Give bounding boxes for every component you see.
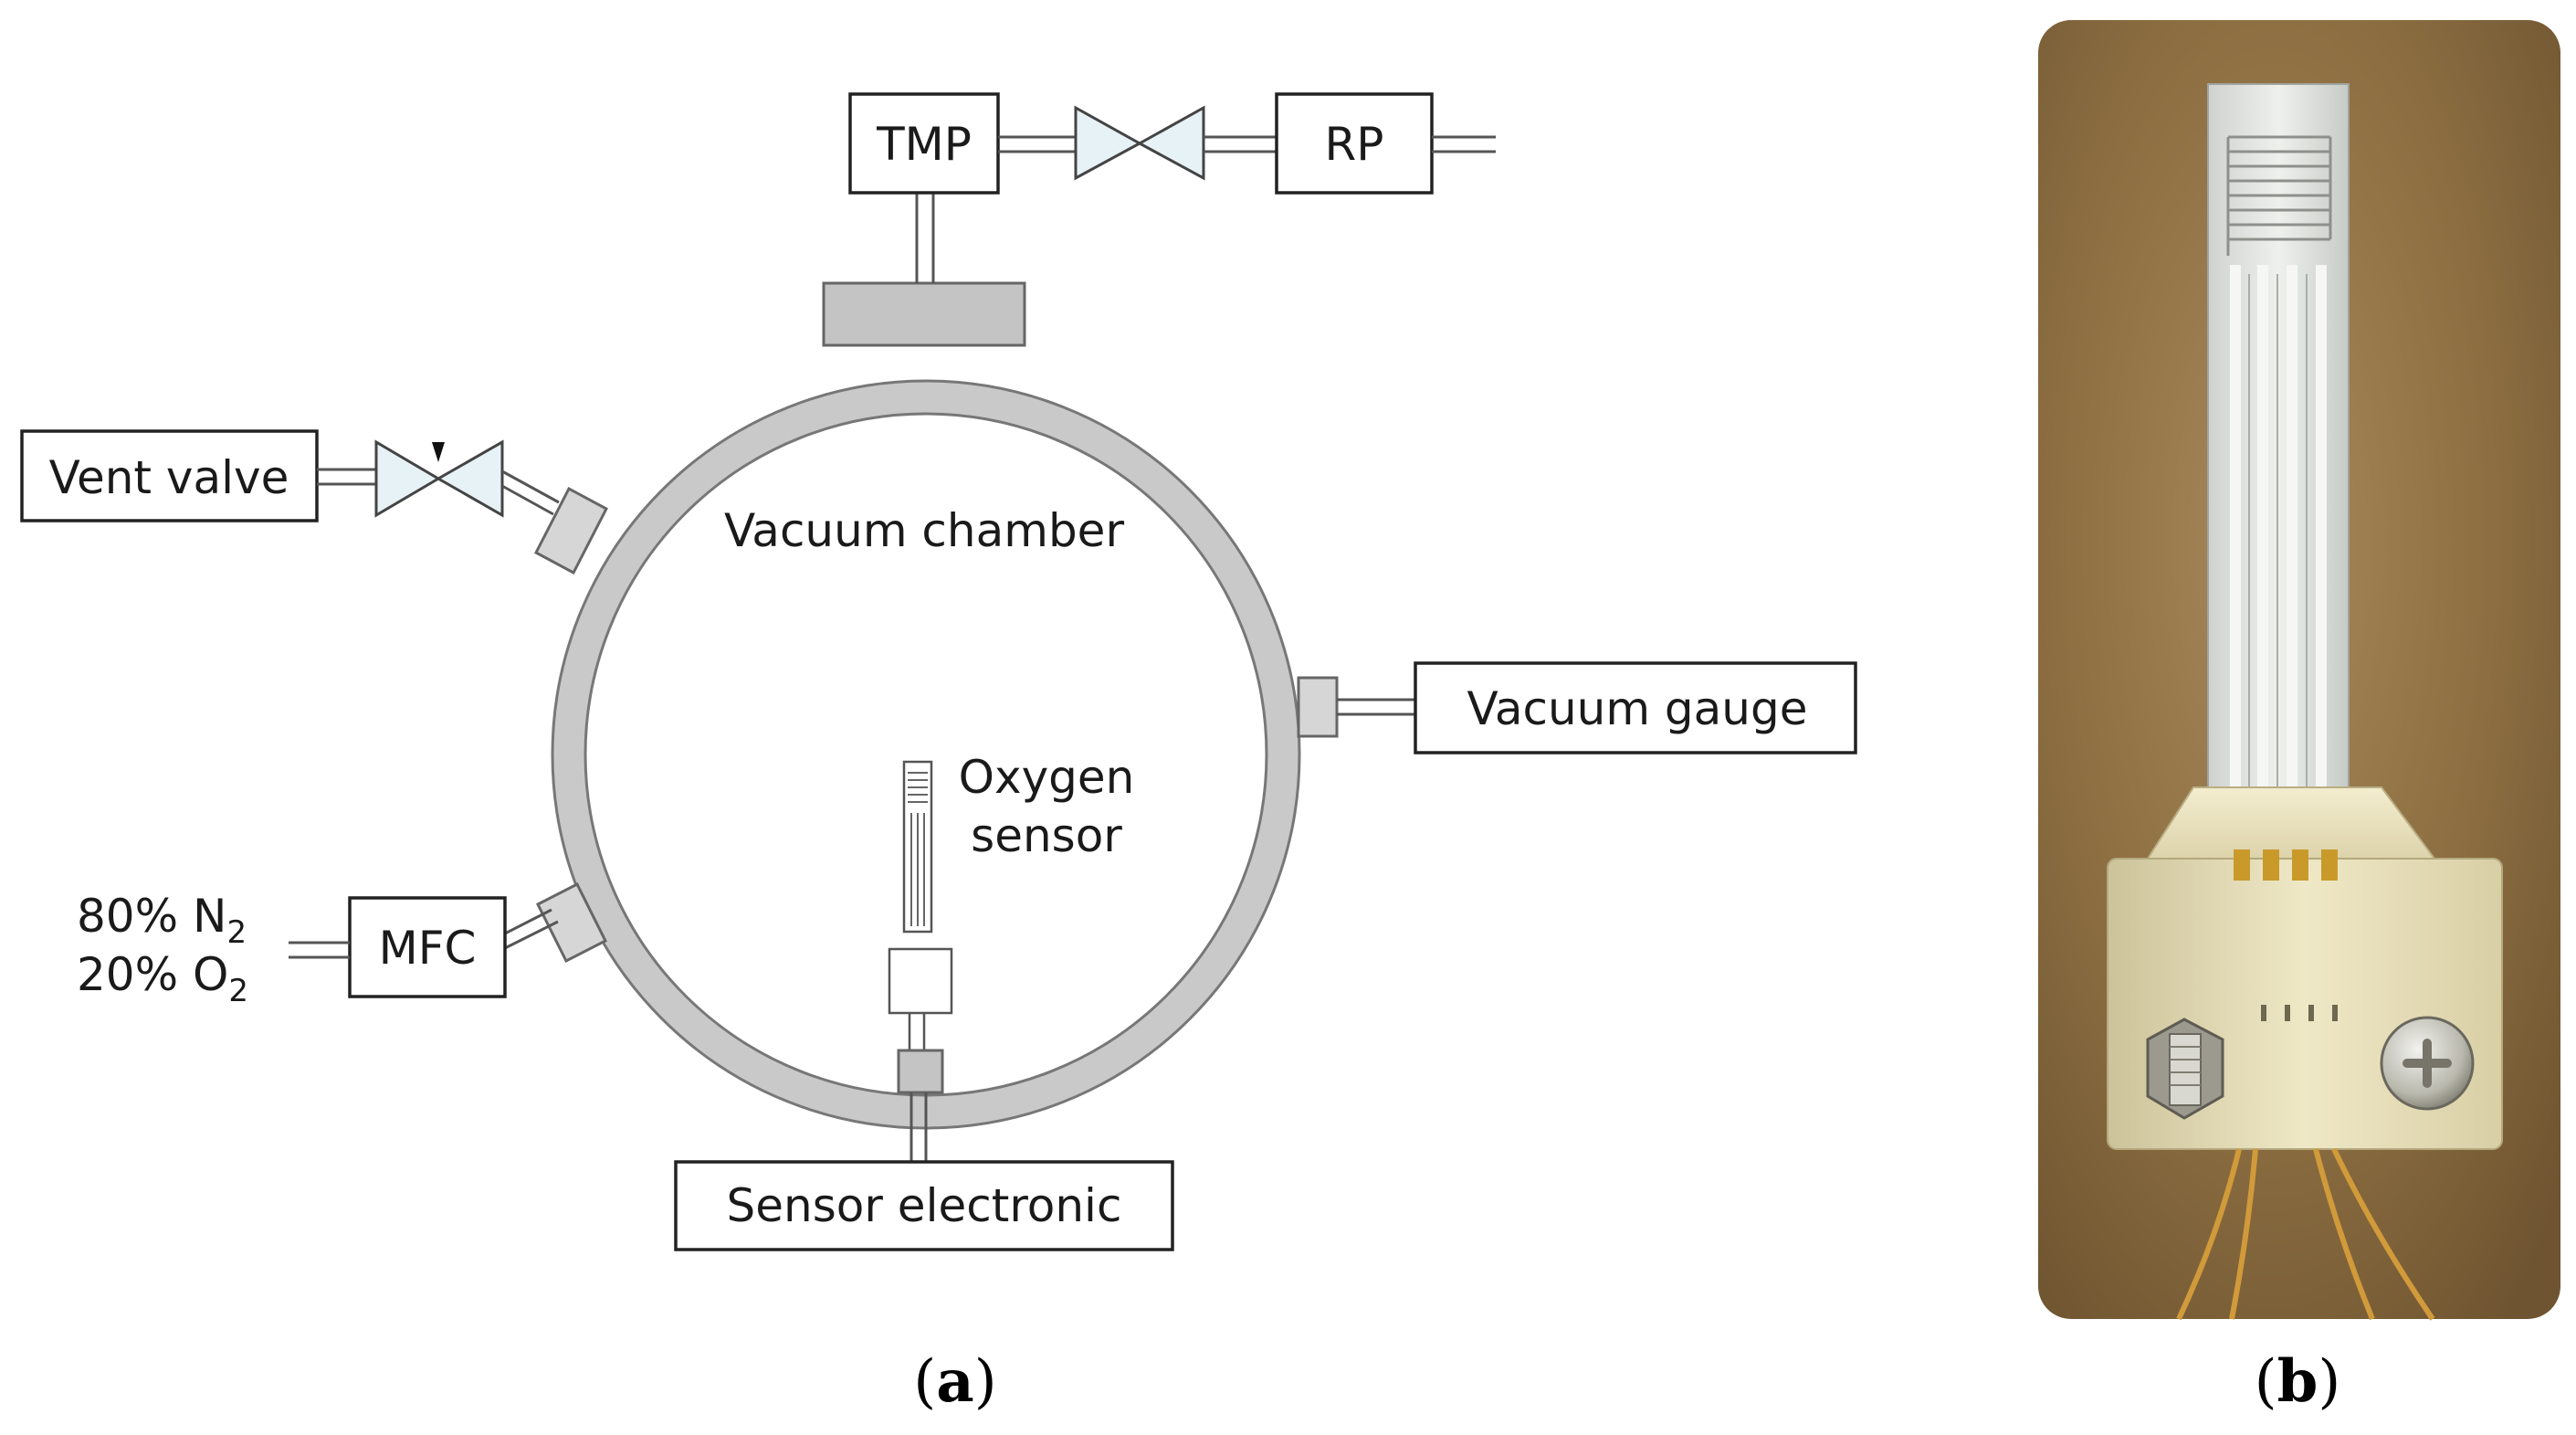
vacuum-gauge-label: Vacuum gauge <box>1467 682 1808 735</box>
mfc-chamber-pipe <box>504 908 559 950</box>
top-flange <box>822 281 1026 347</box>
rp-exhaust-pipe <box>1432 135 1496 153</box>
caption-a: (a) <box>913 1347 996 1416</box>
gas-mix-n2-label: 80% N2 <box>77 890 247 951</box>
gas-inlet-pipe <box>289 941 350 959</box>
panel-b-photo: (b) <box>2038 20 2560 1416</box>
upper-left-port <box>533 486 609 575</box>
electronic-pipe <box>909 1092 928 1162</box>
vent-valve-actuator-icon <box>432 442 445 462</box>
caption-b: (b) <box>2255 1347 2341 1416</box>
sensor-electronic-box <box>674 1160 1174 1251</box>
mfc-label: MFC <box>379 922 477 975</box>
vent-chamber-pipe <box>501 470 560 516</box>
tmp-valve-pipe <box>998 135 1076 153</box>
tmp-box <box>848 92 1000 195</box>
vent-pipe <box>317 468 376 486</box>
screw-icon <box>2380 1016 2475 1111</box>
sensor-strip <box>2207 83 2350 883</box>
gauge-pipe <box>1337 698 1415 716</box>
oxygen-sensor-label-line1: Oxygen <box>959 751 1135 804</box>
sensor-holder <box>888 947 953 1015</box>
sensor-electronic-label: Sensor electronic <box>727 1179 1122 1232</box>
lower-left-port <box>535 881 608 964</box>
vacuum-chamber-ring <box>551 379 1301 1130</box>
rp-box <box>1275 92 1434 195</box>
gas-mix-o2-label: 20% O2 <box>77 948 248 1009</box>
connector-wires <box>2176 1147 2435 1321</box>
vacuum-chamber-label: Vacuum chamber <box>724 504 1124 557</box>
rp-label: RP <box>1325 118 1384 171</box>
vent-valve-label: Vent valve <box>49 451 289 504</box>
panel-a-diagram: TMP RP Vent valve <box>20 92 1857 1416</box>
mfc-box <box>348 896 507 998</box>
oxygen-sensor-label-line2: sensor <box>971 809 1122 862</box>
valve-icon <box>1074 105 1205 181</box>
tmp-label: TMP <box>876 118 972 171</box>
valve-rp-pipe <box>1204 135 1277 153</box>
vacuum-gauge-box <box>1414 661 1857 754</box>
right-port <box>1297 676 1339 738</box>
oxygen-sensor-icon <box>902 760 933 934</box>
tmp-pipe <box>915 194 935 283</box>
vent-valve-box <box>20 429 319 522</box>
bottom-flange <box>897 1049 944 1094</box>
vent-valve-icon <box>374 439 504 518</box>
nut-icon <box>2146 1018 2224 1120</box>
